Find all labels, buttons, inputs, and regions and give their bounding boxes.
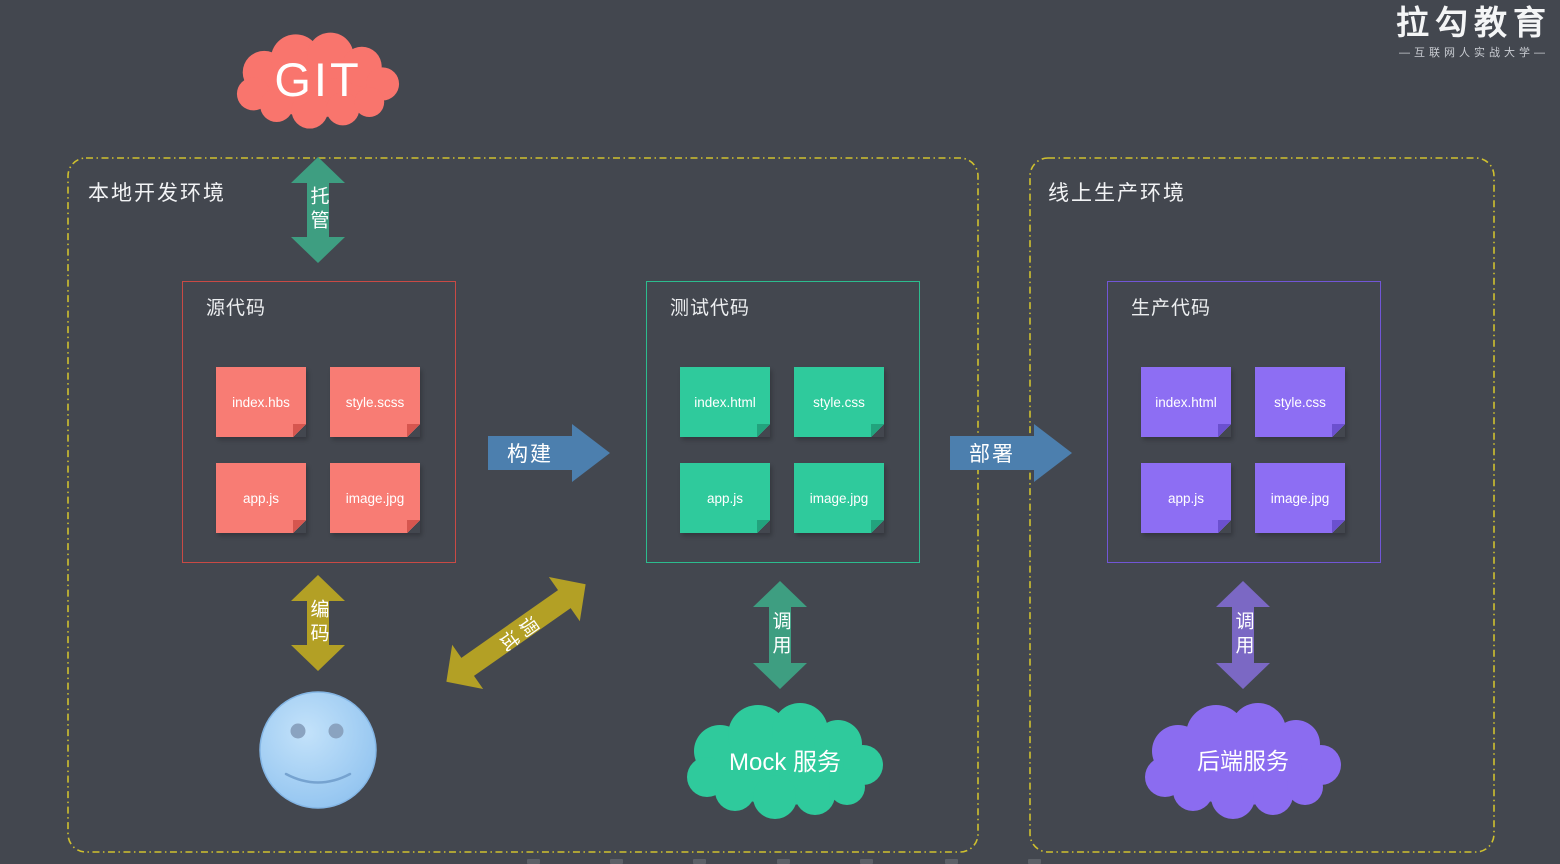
production-code-box: 生产代码 index.html style.css app.js image.j… (1107, 281, 1381, 563)
file-name: image.jpg (345, 490, 405, 506)
cropped-caption-remnant (1028, 859, 1041, 864)
file-name: style.css (813, 394, 865, 410)
file-note: index.html (1141, 367, 1231, 437)
developer-smiley-face (259, 691, 377, 809)
double-arrow-vertical-icon (753, 581, 807, 689)
file-note: app.js (216, 463, 306, 533)
cropped-caption-remnant (945, 859, 958, 864)
smiley-left-eye (290, 723, 306, 739)
mock-service-cloud: Mock 服务 (675, 698, 895, 820)
arrow-right-icon (488, 424, 610, 482)
brand-subtitle: —互联网人实战大学— (1399, 46, 1549, 59)
file-note: app.js (1141, 463, 1231, 533)
build-arrow-label: 构建 (507, 443, 553, 466)
host-arrow: 托管 (290, 157, 346, 263)
debug-arrow-label: 调试 (490, 610, 542, 656)
production-box-title: 生产代码 (1131, 298, 1212, 319)
source-box-title: 源代码 (206, 298, 267, 319)
file-note: image.jpg (330, 463, 420, 533)
file-name: style.css (1274, 394, 1326, 410)
file-name: style.scss (345, 394, 405, 410)
file-name: app.js (706, 490, 744, 506)
file-note: style.scss (330, 367, 420, 437)
cropped-caption-remnant (610, 859, 623, 864)
cropped-caption-remnant (527, 859, 540, 864)
local-env-label: 本地开发环境 (88, 182, 226, 205)
file-name: index.html (694, 394, 756, 410)
coding-arrow: 编码 (290, 575, 346, 671)
file-name: image.jpg (1270, 490, 1330, 506)
call-backend-arrow-label: 调用 (1232, 611, 1254, 659)
backend-service-label: 后端服务 (1197, 748, 1289, 774)
build-arrow: 构建 (488, 424, 610, 482)
double-arrow-vertical-icon (1216, 581, 1270, 689)
file-name: index.hbs (232, 394, 290, 410)
double-arrow-vertical-icon (291, 575, 345, 671)
git-cloud: GIT (227, 20, 409, 138)
mock-service-label: Mock 服务 (728, 748, 841, 776)
file-note: index.html (680, 367, 770, 437)
file-note: image.jpg (794, 463, 884, 533)
cropped-caption-remnant (860, 859, 873, 864)
cropped-caption-remnant (777, 859, 790, 864)
file-note: style.css (794, 367, 884, 437)
file-name: image.jpg (809, 490, 869, 506)
brand-title: 拉勾教育 (1396, 4, 1552, 41)
file-name: app.js (242, 490, 280, 506)
call-mock-arrow: 调用 (752, 581, 808, 689)
host-arrow-label: 托管 (307, 186, 329, 234)
brand-logo: 拉勾教育 —互联网人实战大学— (1396, 4, 1552, 60)
smiley-mouth (284, 772, 352, 784)
call-mock-arrow-label: 调用 (769, 611, 791, 659)
file-note: image.jpg (1255, 463, 1345, 533)
coding-arrow-label: 编码 (307, 599, 329, 647)
file-name: index.html (1155, 394, 1217, 410)
production-env-label: 线上生产环境 (1048, 182, 1186, 205)
file-name: app.js (1167, 490, 1205, 506)
source-code-box: 源代码 index.hbs style.scss app.js image.jp… (182, 281, 456, 563)
smiley-right-eye (328, 723, 344, 739)
file-note: app.js (680, 463, 770, 533)
backend-service-cloud: 后端服务 (1133, 698, 1353, 820)
cropped-caption-remnant (693, 859, 706, 864)
double-arrow-diagonal-icon (446, 577, 586, 689)
double-arrow-vertical-icon (291, 157, 345, 263)
call-backend-arrow: 调用 (1215, 581, 1271, 689)
test-code-box: 测试代码 index.html style.css app.js image.j… (646, 281, 920, 563)
debug-arrow: 调试 (430, 561, 601, 704)
git-label: GIT (274, 52, 362, 106)
file-note: index.hbs (216, 367, 306, 437)
arrow-right-icon (950, 424, 1072, 482)
file-note: style.css (1255, 367, 1345, 437)
deploy-arrow-label: 部署 (969, 443, 1015, 466)
test-box-title: 测试代码 (670, 298, 751, 319)
deploy-arrow: 部署 (950, 424, 1072, 482)
